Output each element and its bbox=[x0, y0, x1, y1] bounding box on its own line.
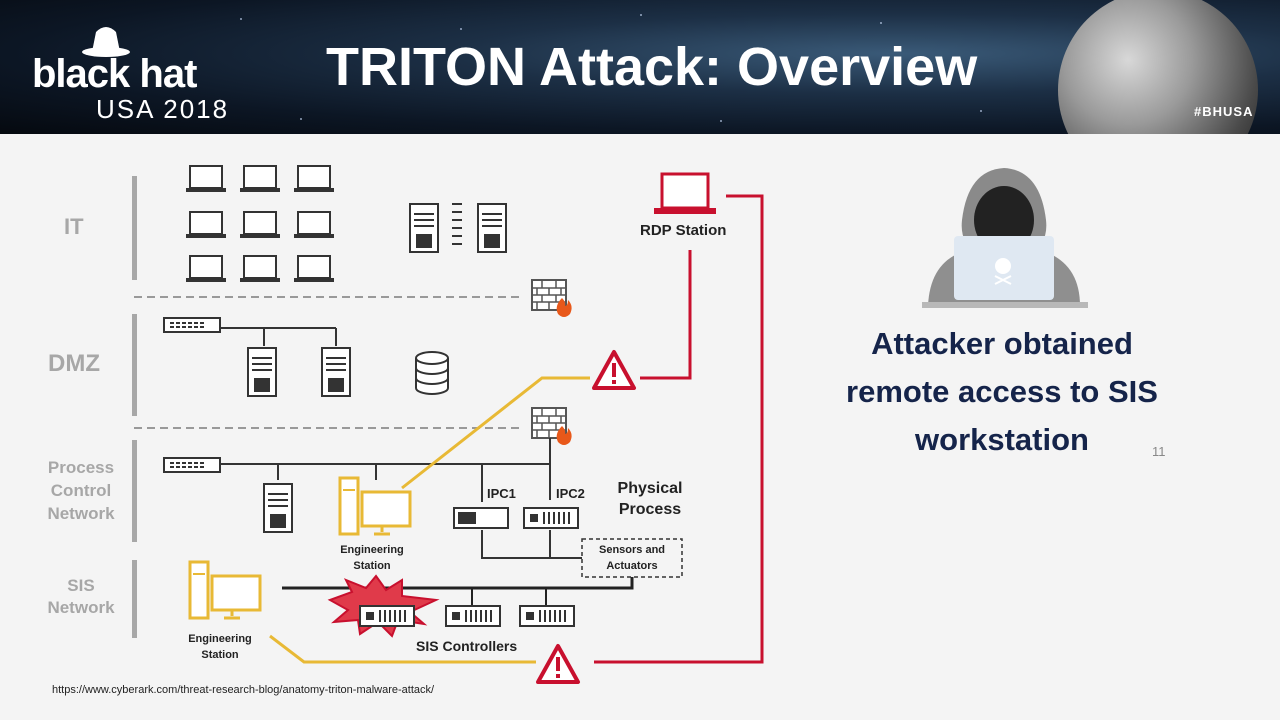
sensors-box bbox=[581, 538, 683, 578]
it-servers bbox=[409, 203, 507, 253]
source-url: https://www.cyberark.com/threat-research… bbox=[52, 684, 435, 696]
ipc2-label: IPC2 bbox=[556, 486, 585, 501]
ipc1-label: IPC1 bbox=[487, 486, 516, 501]
engineering-station-label: Engineering Station bbox=[188, 633, 252, 661]
engineering-station-label: Engineering Station bbox=[340, 544, 404, 572]
warning-icon bbox=[536, 644, 580, 684]
logo-sub: USA 2018 bbox=[96, 94, 230, 124]
workstation-icon bbox=[338, 476, 412, 536]
controller-icon bbox=[359, 605, 415, 627]
hacker-icon bbox=[922, 168, 1088, 308]
it-laptops bbox=[185, 165, 335, 283]
switch-icon bbox=[163, 317, 221, 333]
server-icon bbox=[263, 483, 293, 533]
controller-icon bbox=[519, 605, 575, 627]
database-icon bbox=[415, 351, 449, 395]
rdp-laptop-icon bbox=[654, 172, 716, 214]
zone-dividers bbox=[132, 176, 524, 638]
physical-process-label: Physical Process bbox=[617, 480, 683, 518]
firewall-icon bbox=[531, 279, 573, 318]
controller-icon bbox=[445, 605, 501, 627]
server-icon bbox=[247, 347, 277, 397]
rdp-station-label: RDP Station bbox=[640, 222, 727, 239]
warning-icon bbox=[592, 350, 636, 390]
workstation-icon bbox=[188, 560, 262, 620]
firewall-icon bbox=[531, 407, 573, 446]
zone-label-sis-network: SIS Network bbox=[47, 576, 115, 617]
headline-text: Attacker obtained remote access to SIS w… bbox=[846, 326, 1158, 457]
sis-controllers-label: SIS Controllers bbox=[416, 638, 518, 654]
switch-icon bbox=[163, 457, 221, 473]
zone-label-it: IT bbox=[64, 214, 84, 239]
sensors-actuators-label: Sensors and Actuators bbox=[598, 544, 666, 572]
controller-icon bbox=[523, 507, 579, 529]
moon-graphic bbox=[1058, 0, 1258, 134]
attack-paths bbox=[269, 194, 764, 664]
zone-label-dmz: DMZ bbox=[48, 350, 100, 377]
server-icon bbox=[321, 347, 351, 397]
zone-label-process-control-network: Process Control Network bbox=[47, 458, 115, 523]
slide-number: 11 bbox=[1152, 444, 1166, 459]
slide-title: TRITON Attack: Overview bbox=[326, 37, 978, 97]
logo-main: black hat bbox=[32, 52, 197, 96]
hat-icon bbox=[82, 27, 130, 57]
header-banner: black hat USA 2018 TRITON Attack: Overvi… bbox=[0, 0, 1280, 134]
ipc1-icon bbox=[453, 507, 509, 529]
hashtag: #BHUSA bbox=[1194, 104, 1254, 119]
